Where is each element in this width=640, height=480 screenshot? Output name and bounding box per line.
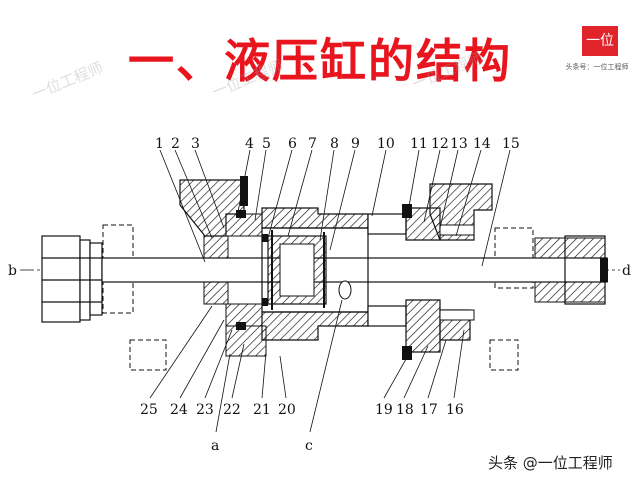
bottom-part-labels: 25 24 23 22 21 20 19 18 17 16 (140, 402, 464, 418)
page-title: 一、液压缸的结构 (128, 34, 512, 88)
top-part-labels: 1 2 3 4 5 6 7 8 9 10 11 12 13 14 15 (155, 136, 520, 152)
part-label: 24 (170, 402, 188, 418)
part-label: 4 (245, 136, 254, 152)
part-label: 7 (308, 136, 317, 152)
part-label: 19 (375, 402, 393, 418)
part-label: 9 (351, 136, 360, 152)
brand-logo: 一位 (582, 26, 618, 56)
part-label: 13 (450, 136, 468, 152)
port-label-c: c (305, 438, 313, 454)
part-label: 11 (410, 136, 428, 152)
part-label: 12 (431, 136, 449, 152)
part-label: 18 (396, 402, 414, 418)
part-label: 21 (253, 402, 271, 418)
port-label-a: a (211, 438, 219, 454)
part-label: 3 (191, 136, 200, 152)
part-label: 14 (473, 136, 491, 152)
part-label: 6 (288, 136, 297, 152)
part-label: 20 (278, 402, 296, 418)
part-label: 5 (262, 136, 271, 152)
part-label: 15 (502, 136, 520, 152)
part-label: 17 (420, 402, 438, 418)
end-label-d: d (622, 263, 631, 279)
end-label-b: b (8, 263, 17, 279)
part-label: 16 (446, 402, 464, 418)
part-label: 25 (140, 402, 158, 418)
part-label: 10 (377, 136, 395, 152)
brand-caption: 头条号：一位工程师 (565, 63, 629, 71)
part-label: 2 (171, 136, 180, 152)
part-label: 8 (330, 136, 339, 152)
part-label: 23 (196, 402, 214, 418)
part-label: 22 (223, 402, 241, 418)
part-label: 1 (155, 136, 164, 152)
footer-credit: 头条 @一位工程师 (488, 454, 613, 472)
